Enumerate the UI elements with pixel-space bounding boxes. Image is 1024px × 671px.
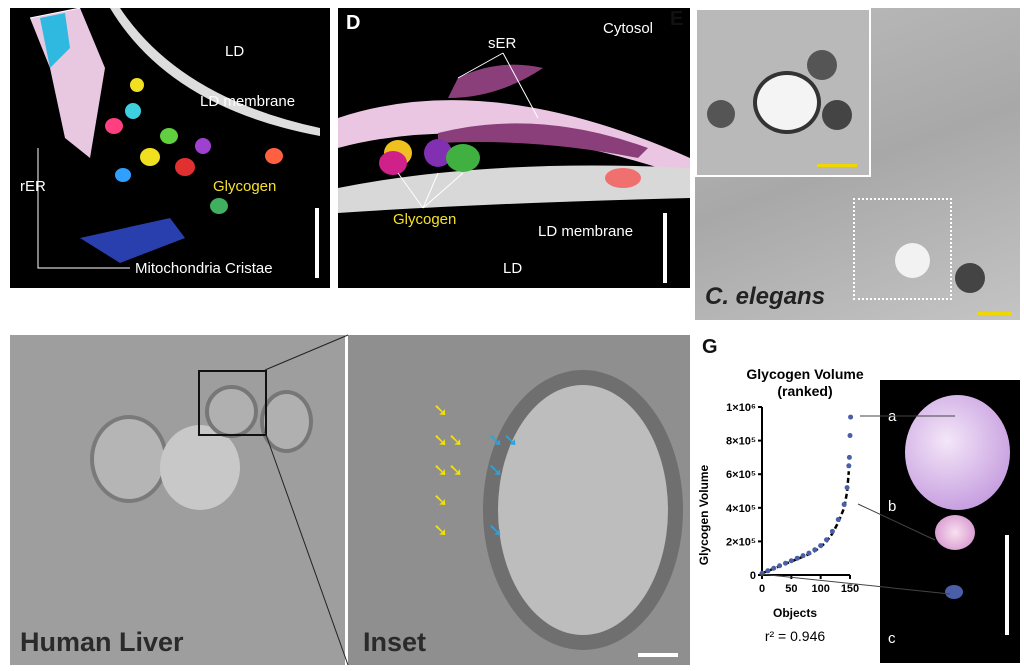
human-liver-micrograph: Human Liver bbox=[10, 335, 345, 665]
data-point bbox=[812, 547, 818, 553]
glycogen-c bbox=[945, 585, 963, 599]
label-ld: LD bbox=[503, 260, 523, 277]
label-glycogen: Glycogen bbox=[213, 178, 277, 195]
panel-letter-d: D bbox=[346, 12, 361, 34]
label-glycogen: Glycogen bbox=[393, 211, 457, 228]
scale-bar bbox=[638, 653, 678, 657]
label-ld: LD bbox=[225, 43, 245, 60]
yellow-arrows: ➘➘➘➘➘➘➘ bbox=[433, 400, 464, 540]
scale-bar bbox=[817, 164, 857, 167]
data-point bbox=[800, 553, 806, 559]
scale-bar bbox=[1005, 535, 1009, 635]
chart-title: Glycogen Volume bbox=[746, 366, 863, 382]
scale-bar bbox=[315, 208, 319, 278]
r2-annotation: r² = 0.946 bbox=[765, 628, 826, 644]
blue-arrows: ➘➘➘➘ bbox=[488, 430, 519, 540]
panel-c-3d-render: LD LD membrane rER Glycogen Mitochondria… bbox=[10, 8, 330, 288]
data-point bbox=[829, 528, 835, 534]
label-rer: rER bbox=[20, 178, 46, 195]
glycogen-renders: a b c bbox=[880, 380, 1020, 663]
render-shapes bbox=[29, 8, 320, 269]
y-tick-label: 2×10⁵ bbox=[726, 536, 756, 548]
glycogen-b bbox=[935, 515, 975, 550]
y-tick-label: 1×10⁶ bbox=[726, 402, 756, 414]
inset-zoom bbox=[695, 8, 871, 177]
inset-region-box bbox=[198, 370, 267, 436]
data-point bbox=[848, 414, 854, 420]
label-a: a bbox=[888, 408, 897, 425]
label-ld-membrane: LD membrane bbox=[200, 93, 296, 110]
label-c: c bbox=[888, 630, 896, 647]
render-shapes bbox=[338, 52, 690, 213]
y-tick-label: 4×10⁵ bbox=[726, 503, 756, 515]
data-point bbox=[788, 558, 794, 564]
y-axis-label: Glycogen Volume bbox=[697, 464, 711, 565]
data-point bbox=[759, 570, 765, 576]
data-point bbox=[841, 501, 847, 507]
x-tick-label: 50 bbox=[785, 583, 797, 595]
scale-bar bbox=[663, 213, 667, 283]
label-cytosol: Cytosol bbox=[603, 20, 654, 37]
panel-d-3d-render: D Cytosol sER Glycogen LD membrane LD bbox=[338, 8, 690, 288]
inset-micrograph: ➘➘➘➘➘➘➘ ➘➘➘➘ Inset bbox=[348, 335, 690, 665]
data-point bbox=[806, 550, 812, 556]
data-point bbox=[846, 463, 852, 469]
scale-bar bbox=[977, 312, 1012, 315]
data-point bbox=[847, 433, 853, 439]
label-ser: sER bbox=[488, 35, 517, 52]
x-tick-label: 100 bbox=[811, 583, 829, 595]
glycogen-a bbox=[905, 395, 1010, 510]
x-axis-label: Objects bbox=[773, 606, 817, 620]
panel-letter-e: E bbox=[670, 8, 684, 30]
label-b: b bbox=[888, 498, 897, 515]
panel-e-micrograph: C. elegans bbox=[695, 8, 1020, 320]
data-point bbox=[777, 563, 783, 569]
x-tick-label: 150 bbox=[841, 583, 859, 595]
data-point bbox=[771, 565, 777, 571]
organism-label: C. elegans bbox=[705, 283, 826, 310]
data-point bbox=[794, 555, 800, 561]
data-point bbox=[818, 543, 824, 549]
panel-letter-g: G bbox=[702, 336, 718, 358]
label-inset: Inset bbox=[363, 627, 427, 657]
data-point bbox=[844, 485, 850, 491]
y-tick-label: 6×10⁵ bbox=[726, 469, 756, 481]
data-point bbox=[835, 517, 841, 523]
data-point bbox=[824, 537, 830, 543]
chart-subtitle: (ranked) bbox=[777, 383, 832, 399]
y-tick-label: 0 bbox=[750, 570, 756, 582]
label-mitochondria-cristae: Mitochondria Cristae bbox=[135, 260, 273, 277]
y-tick-label: 8×10⁵ bbox=[726, 436, 756, 448]
label-ld-membrane: LD membrane bbox=[538, 223, 634, 240]
data-point bbox=[765, 568, 771, 574]
data-point bbox=[846, 454, 852, 460]
data-point bbox=[782, 560, 788, 566]
glycogen-volume-chart: Glycogen Volume (ranked) Glycogen Volume… bbox=[697, 366, 864, 644]
x-tick-label: 0 bbox=[759, 583, 765, 595]
label-human-liver: Human Liver bbox=[20, 627, 184, 657]
fit-line bbox=[761, 471, 851, 575]
inset-region-box bbox=[853, 198, 952, 300]
